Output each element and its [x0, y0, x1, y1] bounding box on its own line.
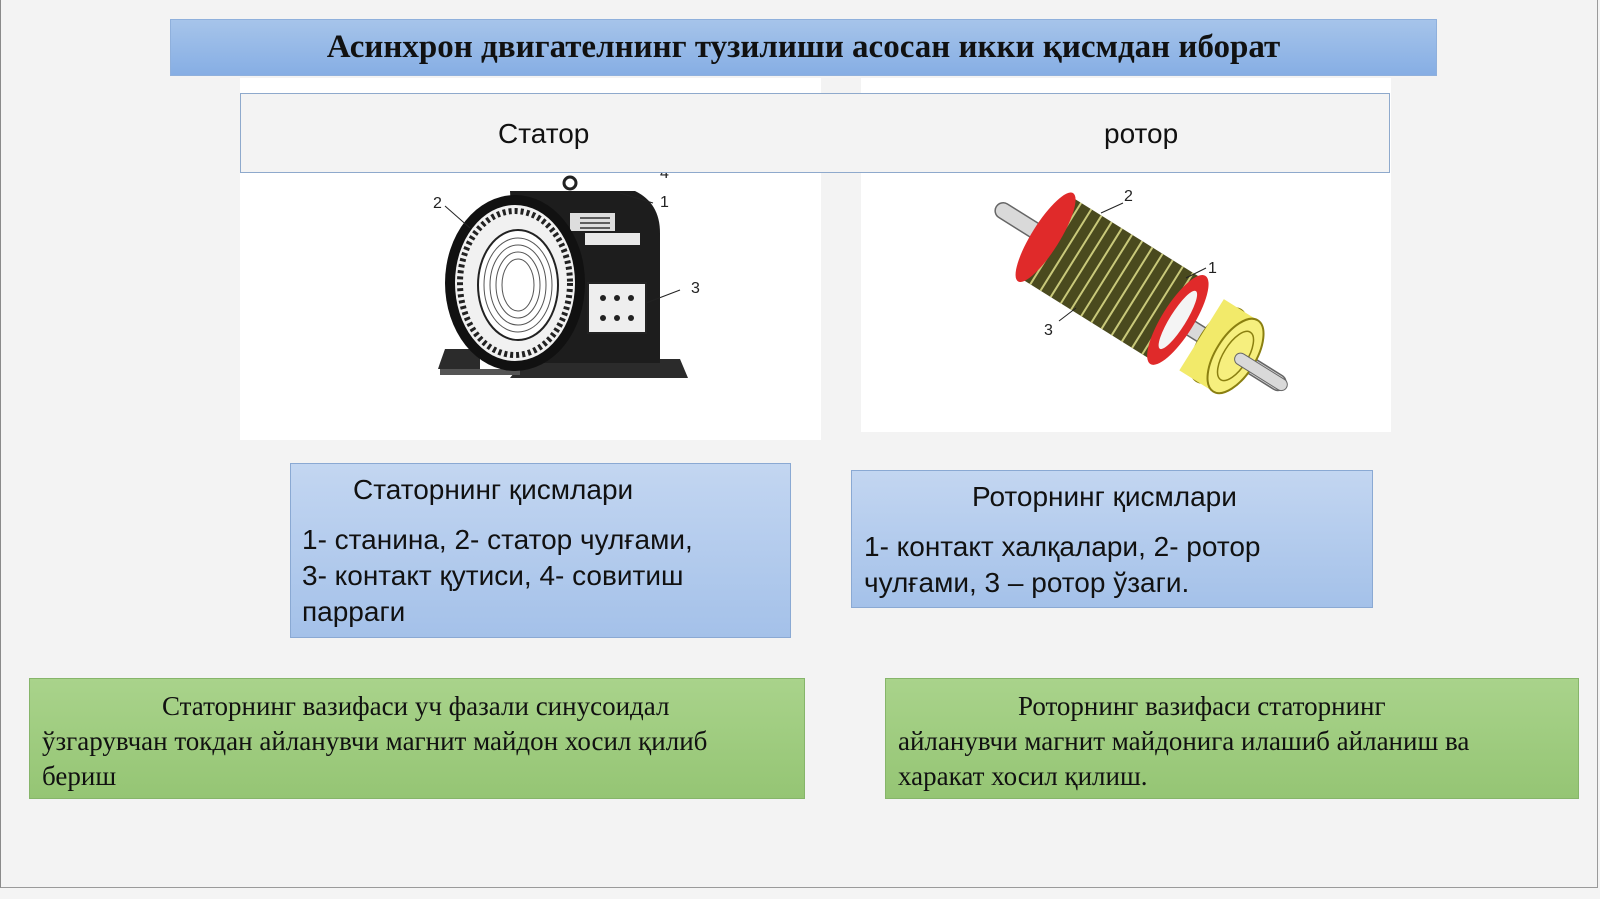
- rotor-parts-box: Роторнинг қисмлари 1- контакт халқалари,…: [851, 470, 1373, 608]
- rotor-function-line-2: айланувчи магнит майдонига илашиб айлани…: [898, 726, 1470, 756]
- stator-parts-heading: Статорнинг қисмлари: [353, 474, 634, 505]
- stator-parts-line-2: 3- контакт қутиси, 4- совитиш: [302, 560, 684, 591]
- rotor-function-line-3: харакат хосил қилиш.: [898, 761, 1148, 791]
- rotor-callout-3: 3: [1044, 322, 1053, 339]
- stator-function-line-1: Статорнинг вазифаси уч фазали синусоидал: [162, 691, 670, 721]
- rotor-function-line-1: Роторнинг вазифаси статорнинг: [1018, 691, 1386, 721]
- stator-label: Статор: [498, 118, 590, 149]
- rotor-parts-line-1: 1- контакт халқалари, 2- ротор: [864, 531, 1261, 562]
- stator-function-line-3: бериш: [42, 761, 117, 791]
- stator-parts-box: Статорнинг қисмлари 1- станина, 2- стато…: [290, 463, 791, 638]
- rotor-illustration: 2 1 3: [994, 188, 1288, 395]
- rotor-parts-line-2: чулғами, 3 – ротор ўзаги.: [864, 567, 1190, 598]
- stator-callout-4: 4: [660, 173, 669, 182]
- rotor-callout-2: 2: [1124, 188, 1133, 205]
- stator-callout-2: 2: [433, 195, 442, 212]
- stator-parts-line-1: 1- станина, 2- статор чулғами,: [302, 524, 693, 555]
- stator-function-box: Статорнинг вазифаси уч фазали синусоидал…: [29, 678, 805, 799]
- title-bar: Асинхрон двигателнинг тузилиши асосан ик…: [170, 19, 1437, 76]
- stator-rotor-header: Статор ротор: [240, 93, 1390, 173]
- stator-parts-list: 1- станина, 2- статор чулғами, 3- контак…: [302, 522, 693, 630]
- rotor-callout-1: 1: [1208, 260, 1217, 277]
- rotor-label: ротор: [1104, 118, 1179, 149]
- stator-parts-line-3: парраги: [302, 596, 406, 627]
- rotor-parts-heading: Роторнинг қисмлари: [972, 481, 1237, 512]
- rotor-parts-list: 1- контакт халқалари, 2- ротор чулғами, …: [864, 529, 1260, 601]
- stator-illustration: 2 1 3 4: [433, 173, 700, 378]
- slide-title: Асинхрон двигателнинг тузилиши асосан ик…: [326, 29, 1281, 65]
- stator-callout-3: 3: [691, 280, 700, 297]
- stator-function-line-2: ўзгарувчан токдан айланувчи магнит майдо…: [42, 726, 708, 756]
- rotor-function-box: Роторнинг вазифаси статорнинг айланувчи …: [885, 678, 1579, 799]
- stator-callout-1: 1: [660, 194, 669, 211]
